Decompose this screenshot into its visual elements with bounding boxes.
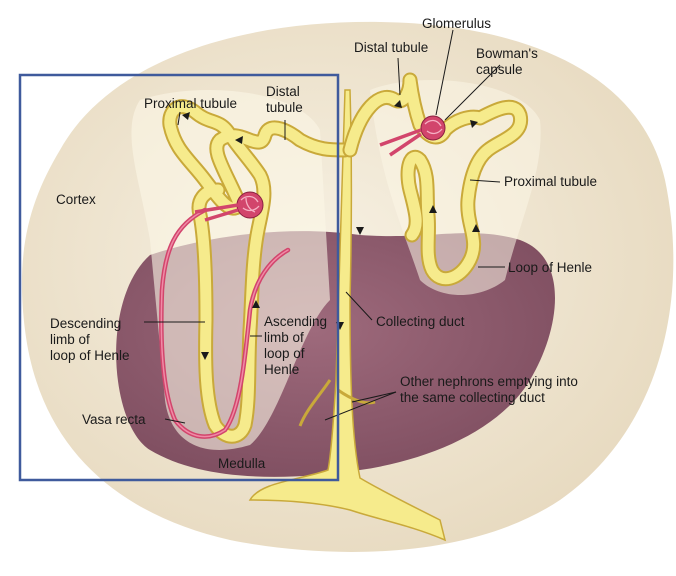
label-glomerulus: Glomerulus <box>422 16 491 32</box>
label-descending-limb: Descending limb of loop of Henle <box>50 316 130 364</box>
label-loop-of-henle: Loop of Henle <box>508 260 592 276</box>
label-distal-tubule-right: Distal tubule <box>354 40 428 56</box>
label-ascending-limb: Ascending limb of loop of Henle <box>264 314 327 378</box>
label-vasa-recta: Vasa recta <box>82 412 146 428</box>
label-medulla: Medulla <box>218 456 265 472</box>
label-bowmans-capsule: Bowman's capsule <box>476 46 538 78</box>
label-proximal-tubule-left: Proximal tubule <box>144 96 237 112</box>
label-collecting-duct: Collecting duct <box>376 314 465 330</box>
label-cortex: Cortex <box>56 192 96 208</box>
label-proximal-tubule-right: Proximal tubule <box>504 174 597 190</box>
label-other-nephrons: Other nephrons emptying into the same co… <box>400 374 578 406</box>
label-distal-tubule-left: Distal tubule <box>266 84 303 116</box>
